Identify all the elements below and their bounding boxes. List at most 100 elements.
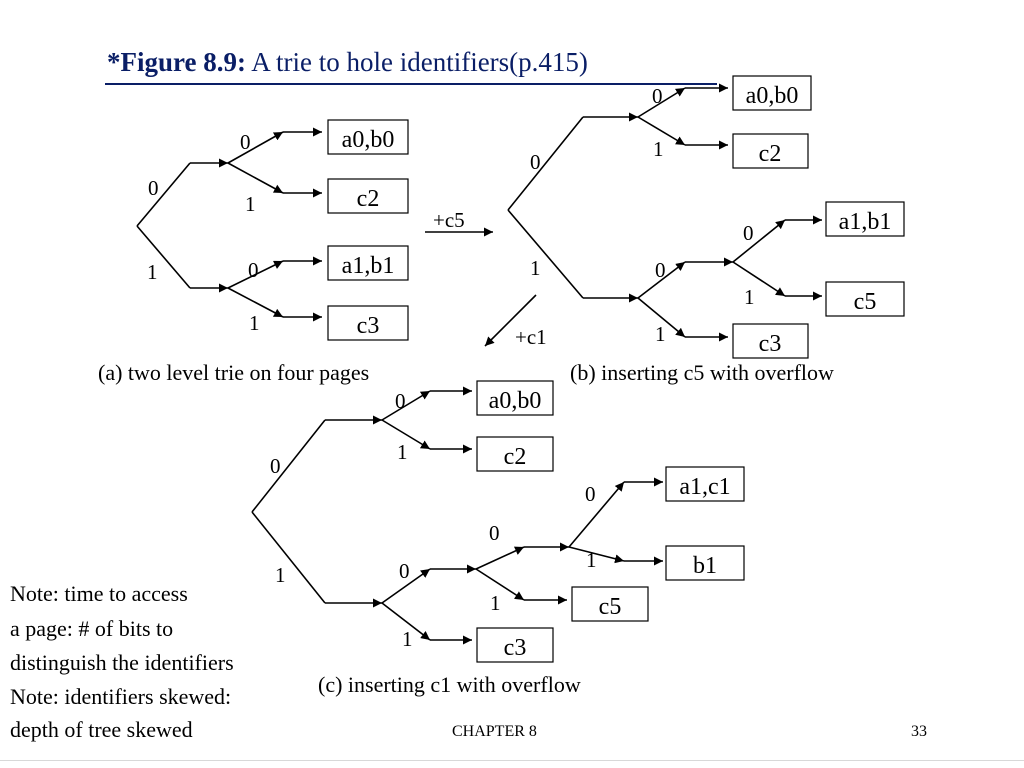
branch-label: 0 (148, 176, 159, 200)
trie-edge (637, 261, 686, 299)
branch-label: 0 (399, 559, 410, 583)
branch-label: 1 (655, 322, 666, 346)
page-label: a1,b1 (342, 253, 395, 279)
page-box: c5 (825, 281, 905, 317)
page-label: c2 (357, 186, 380, 212)
branch-label: 1 (397, 440, 408, 464)
page-box: c3 (476, 627, 554, 663)
page-label: c3 (504, 635, 527, 661)
trie-edge (732, 219, 786, 263)
page-label: c2 (504, 444, 527, 470)
trie-edge (507, 116, 584, 211)
trie-edge (568, 481, 625, 548)
branch-label: 1 (744, 285, 755, 309)
page-box: c3 (327, 305, 409, 341)
trie-c: 0 1 0 1 0 1 0 1 0 1 a0,b0 c2 a1,c1 b1 c5… (270, 380, 745, 663)
trie-edge (136, 162, 191, 227)
page-label: c5 (599, 594, 622, 620)
note-line: depth of tree skewed (10, 717, 193, 742)
page-box: c2 (732, 133, 809, 169)
page-box: b1 (665, 545, 745, 581)
page-box: c2 (327, 178, 409, 214)
trie-b: 0 1 0 1 0 1 0 1 a0,b0 c2 a1,b1 c5 c3 (530, 75, 905, 359)
page-label: a0,b0 (489, 388, 542, 414)
branch-label: 1 (402, 627, 413, 651)
figure-title-text: A trie to hole identifiers(p.415) (245, 47, 588, 77)
trie-a: 0 1 0 1 0 1 a0,b0 c2 a1,b1 c3 (147, 119, 409, 341)
branch-label: 1 (249, 311, 260, 335)
trie-edge (227, 287, 284, 318)
trie-edge (637, 87, 686, 118)
page-box: a0,b0 (732, 75, 812, 111)
insert-c1-label: +c1 (515, 325, 547, 349)
trie-edge (381, 419, 431, 450)
caption-c: (c) inserting c1 with overflow (318, 672, 581, 697)
page-box: a1,b1 (825, 201, 905, 237)
insert-c5-label: +c5 (433, 208, 465, 232)
branch-label: 0 (530, 150, 541, 174)
page-label: a1,b1 (839, 209, 892, 235)
note-line: a page: # of bits to (10, 616, 174, 641)
trie-edge (381, 602, 431, 641)
branch-label: 0 (489, 521, 500, 545)
trie-edge (251, 419, 326, 513)
note-line: Note: time to access (10, 581, 188, 606)
page-label: a0,b0 (342, 127, 395, 153)
page-label: c5 (854, 289, 877, 315)
footer-page-number: 33 (911, 723, 927, 740)
page-box: c2 (476, 436, 554, 472)
page-label: b1 (693, 553, 717, 579)
trie-edge (732, 261, 786, 297)
trie-edge (637, 297, 686, 338)
branch-label: 0 (655, 258, 666, 282)
page-label: a1,c1 (679, 474, 730, 500)
branch-label: 1 (147, 260, 158, 284)
trie-edge (381, 568, 431, 604)
page-label: c3 (357, 313, 380, 339)
trie-edge (568, 546, 625, 564)
page-box: c3 (732, 323, 809, 359)
caption-a: (a) two level trie on four pages (98, 360, 370, 385)
branch-label: 1 (490, 591, 501, 615)
page-box: a1,b1 (327, 245, 409, 281)
footer-chapter: CHAPTER 8 (452, 723, 537, 740)
figure-number: *Figure 8.9: (107, 47, 246, 77)
trie-edge (227, 131, 284, 164)
branch-label: 1 (530, 256, 541, 280)
branch-label: 0 (652, 84, 663, 108)
branch-label: 0 (585, 482, 596, 506)
note-line: distinguish the identifiers (10, 650, 234, 675)
trie-edge (136, 225, 191, 289)
trie-edge (381, 390, 431, 421)
trie-edge (637, 116, 686, 146)
branch-label: 1 (275, 563, 286, 587)
page-label: c3 (759, 331, 782, 357)
title-underline (105, 83, 717, 85)
caption-b: (b) inserting c5 with overflow (570, 360, 834, 385)
trie-edge (227, 162, 284, 194)
page-label: a0,b0 (746, 83, 799, 109)
page-box: a0,b0 (476, 380, 554, 416)
branch-label: 0 (270, 454, 281, 478)
note-line: Note: identifiers skewed: (10, 684, 232, 709)
trie-edge (475, 568, 525, 601)
trie-edges (136, 83, 822, 645)
trie-edge (475, 546, 525, 570)
branch-label: 0 (240, 130, 251, 154)
branch-label: 1 (653, 137, 664, 161)
trie-edge (227, 260, 284, 289)
page-box: c5 (571, 586, 649, 622)
branch-label: 1 (586, 548, 597, 572)
trie-edge (507, 209, 584, 299)
page-box: a1,c1 (665, 466, 745, 502)
branch-label: 0 (248, 258, 259, 282)
page-box: a0,b0 (327, 119, 409, 155)
branch-label: 0 (743, 221, 754, 245)
trie-edge (251, 511, 326, 604)
page-label: c2 (759, 141, 782, 167)
bottom-divider (0, 760, 1024, 761)
branch-label: 0 (395, 389, 406, 413)
trie-edge (484, 294, 537, 347)
